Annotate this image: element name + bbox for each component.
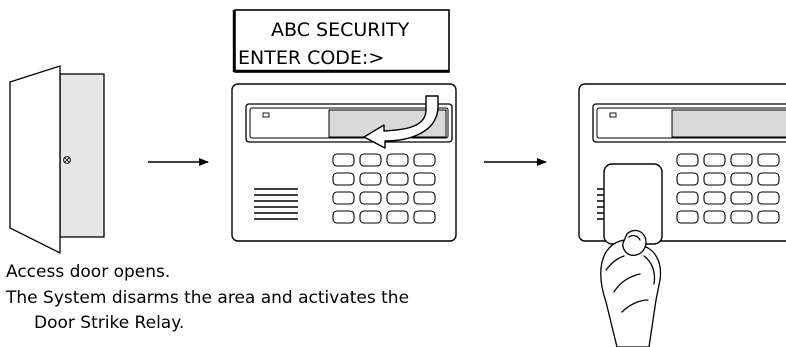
keypad-key bbox=[730, 172, 753, 186]
keypad-card-reader-icon bbox=[578, 83, 786, 347]
keypad-key bbox=[676, 210, 699, 224]
keypad-key bbox=[332, 191, 355, 205]
keypad-key bbox=[332, 172, 355, 186]
keypad-key bbox=[730, 210, 753, 224]
keypad-key bbox=[413, 172, 436, 186]
key-grid bbox=[676, 153, 780, 224]
keypad-key bbox=[386, 153, 409, 167]
keypad-key bbox=[703, 191, 726, 205]
keypad-key bbox=[413, 210, 436, 224]
caption-door-opens: Access door opens. bbox=[6, 262, 171, 282]
keypad-key bbox=[359, 191, 382, 205]
keypad-key bbox=[757, 172, 780, 186]
keypad-icon bbox=[231, 83, 457, 242]
status-led bbox=[609, 112, 617, 118]
keypad-key bbox=[386, 191, 409, 205]
keypad-key bbox=[730, 153, 753, 167]
door-knob-icon bbox=[63, 156, 71, 164]
caption-disarm-line-2: Door Strike Relay. bbox=[34, 313, 185, 333]
keypad-key bbox=[730, 191, 753, 205]
keypad-key bbox=[359, 210, 382, 224]
keypad-key bbox=[757, 191, 780, 205]
keypad-key bbox=[413, 191, 436, 205]
key-grid bbox=[332, 153, 436, 224]
keypad-key bbox=[676, 191, 699, 205]
keypad-key bbox=[757, 153, 780, 167]
code-display-box: ABC SECURITY ENTER CODE:> bbox=[232, 9, 450, 73]
status-led bbox=[262, 112, 270, 118]
keypad-key bbox=[676, 153, 699, 167]
swipe-arrow-icon bbox=[363, 95, 439, 149]
display-line-2: ENTER CODE:> bbox=[238, 47, 384, 69]
keypad-key bbox=[386, 210, 409, 224]
display-line-1: ABC SECURITY bbox=[271, 19, 410, 41]
keypad-key bbox=[703, 153, 726, 167]
keypad-key bbox=[359, 172, 382, 186]
keypad-key bbox=[413, 153, 436, 167]
keypad-key bbox=[757, 210, 780, 224]
door-icon bbox=[9, 65, 105, 255]
keypad-key bbox=[386, 172, 409, 186]
keypad-key bbox=[703, 172, 726, 186]
keypad-key bbox=[332, 210, 355, 224]
keypad-key bbox=[359, 153, 382, 167]
keypad-key bbox=[703, 210, 726, 224]
speaker-grille bbox=[254, 188, 298, 220]
keypad-key bbox=[332, 153, 355, 167]
keypad-key bbox=[676, 172, 699, 186]
lcd-panel bbox=[671, 109, 786, 138]
hand-icon bbox=[600, 229, 662, 347]
caption-disarm-line-1: The System disarms the area and activate… bbox=[6, 288, 410, 308]
